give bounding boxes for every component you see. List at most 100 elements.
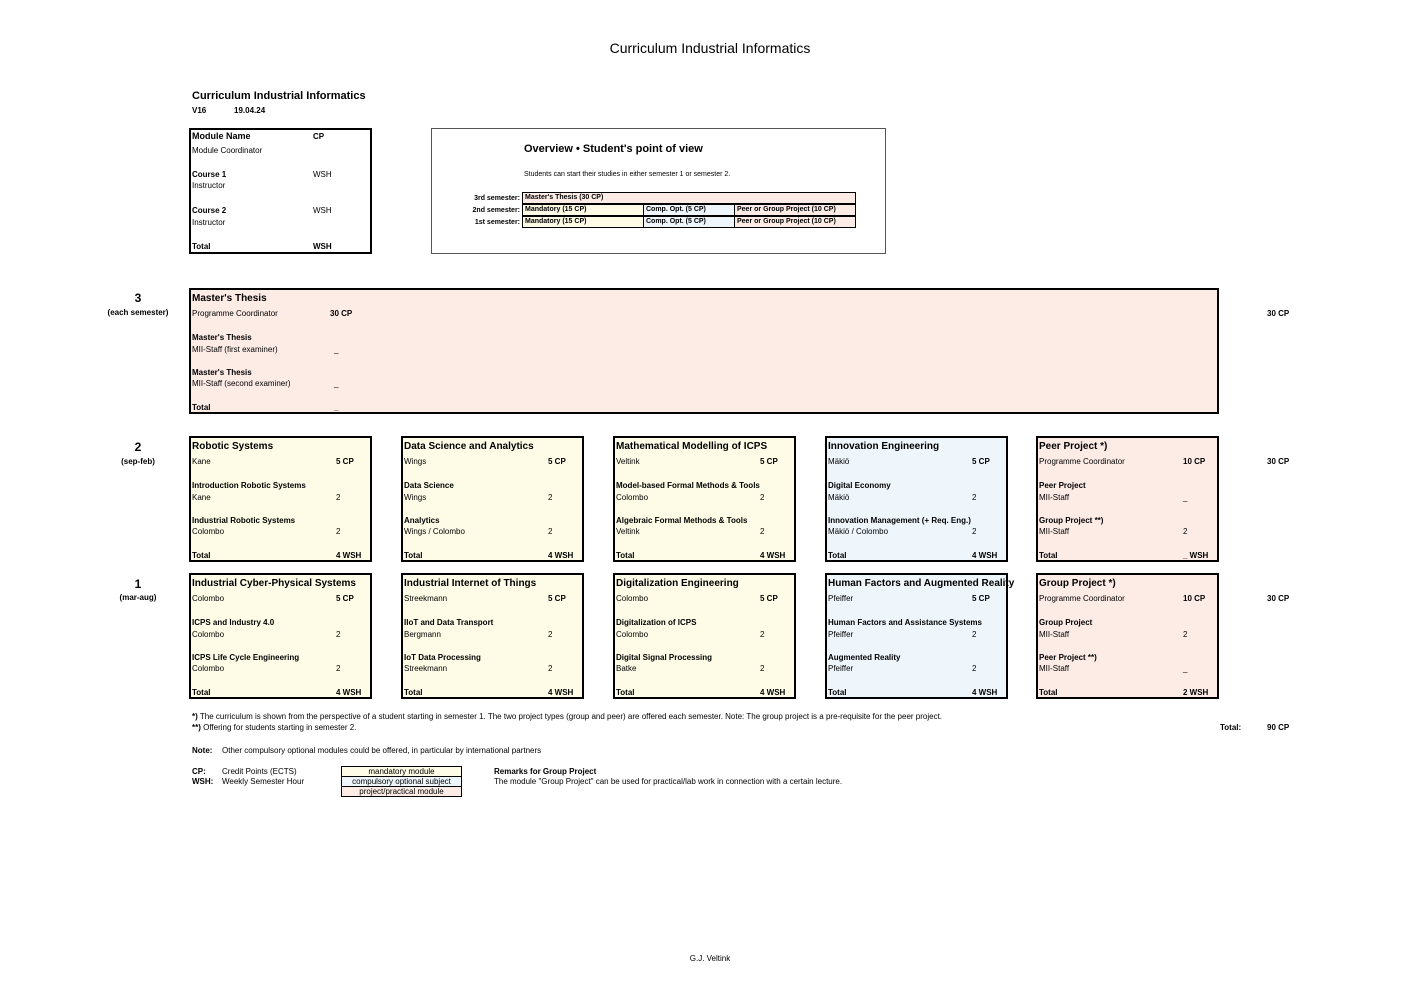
module-coordinator: Mäkiö — [828, 457, 850, 466]
legend-wsh-desc: Weekly Semester Hour — [222, 777, 305, 786]
note-text: Other compulsory optional modules could … — [222, 746, 542, 755]
module-name: Mathematical Modelling of ICPS — [616, 441, 768, 452]
module-name: Group Project *) — [1039, 578, 1116, 589]
module-total-wsh: 4 WSH — [336, 688, 362, 697]
key-course1: Course 1 — [192, 170, 227, 179]
key-instructor1: Instructor — [192, 181, 226, 190]
course-2-instructor: Colombo — [192, 527, 225, 536]
course-2-wsh: 2 — [760, 664, 765, 673]
key-total-wsh: WSH — [313, 242, 332, 251]
course-2-wsh: _ — [334, 379, 339, 388]
course-2-wsh: 2 — [336, 527, 341, 536]
overview-cell-compopt-1: Comp. Opt. (5 CP) — [643, 216, 735, 228]
module-total-label: Total — [404, 688, 423, 697]
course-2-instructor: Colombo — [192, 664, 225, 673]
course-2-instructor: Wings / Colombo — [404, 527, 465, 536]
semester-1-total: 30 CP — [1267, 594, 1290, 603]
module-coordinator: Wings — [404, 457, 427, 466]
overview-row-label-1: 1st semester: — [474, 219, 520, 226]
module-total-label: Total — [404, 551, 423, 560]
course-1-name: ICPS and Industry 4.0 — [192, 618, 275, 627]
course-2-wsh: 2 — [972, 527, 977, 536]
legend-cp-desc: Credit Points (ECTS) — [222, 767, 297, 776]
page-title: Curriculum Industrial Informatics — [609, 40, 811, 56]
overview-cell-compopt-2: Comp. Opt. (5 CP) — [643, 204, 735, 216]
course-1-wsh: _ — [334, 345, 339, 354]
semester-2-total: 30 CP — [1267, 457, 1290, 466]
module-coordinator: Programme Coordinator — [1039, 457, 1125, 466]
module-cp: 10 CP — [1183, 457, 1206, 466]
course-2-instructor: Batke — [616, 664, 637, 673]
course-1-wsh: 2 — [1183, 630, 1188, 639]
key-total: Total — [192, 242, 211, 251]
remarks-text: The module "Group Project" can be used f… — [494, 777, 843, 786]
module-total-label: Total — [828, 688, 847, 697]
module-total-wsh: 4 WSH — [760, 551, 786, 560]
course-2-instructor: Pfeiffer — [828, 664, 854, 673]
grand-total-label: Total: — [1220, 723, 1242, 732]
course-2-instructor: Veltink — [616, 527, 640, 536]
course-2-wsh: 2 — [548, 664, 553, 673]
module-coordinator: Kane — [192, 457, 211, 466]
note-label: Note: — [192, 746, 213, 755]
module-total-label: Total — [1039, 688, 1058, 697]
overview-title: Overview • Student's point of view — [524, 143, 703, 155]
course-2-name: Group Project **) — [1039, 516, 1104, 525]
module-total-label: Total — [828, 551, 847, 560]
semester-2-label: (sep-feb) — [121, 457, 155, 466]
module-cp: 5 CP — [548, 457, 566, 466]
legend-project: project/practical module — [341, 786, 462, 797]
date: 19.04.24 — [234, 106, 266, 115]
course-1-name: Digitalization of ICPS — [616, 618, 697, 627]
module-cp: 5 CP — [972, 457, 990, 466]
course-1-instructor: Bergmann — [404, 630, 441, 639]
grand-total-value: 90 CP — [1267, 723, 1290, 732]
key-wsh1: WSH — [313, 170, 332, 179]
course-1-instructor: Colombo — [616, 493, 649, 502]
course-1-instructor: Kane — [192, 493, 211, 502]
module-coordinator: Programme Coordinator — [1039, 594, 1125, 603]
remarks-title: Remarks for Group Project — [494, 767, 597, 776]
module-name: Industrial Cyber-Physical Systems — [192, 578, 356, 589]
course-1-wsh: 2 — [760, 493, 765, 502]
course-1-name: Peer Project — [1039, 481, 1086, 490]
module-name: Human Factors and Augmented Reality — [828, 578, 1015, 589]
module-coordinator: Pfeiffer — [828, 594, 854, 603]
key-cp: CP — [313, 132, 325, 141]
course-1-name: IIoT and Data Transport — [404, 618, 494, 627]
course-1-instructor: MII-Staff — [1039, 493, 1070, 502]
course-2-wsh: 2 — [972, 664, 977, 673]
course-1-instructor: Mäkiö — [828, 493, 850, 502]
module-masters-thesis: Master's Thesis Programme Coordinator 30… — [189, 288, 1219, 414]
overview-cell-thesis: Master's Thesis (30 CP) — [522, 192, 856, 204]
course-2-name: Digital Signal Processing — [616, 653, 713, 662]
module-total-wsh: 4 WSH — [972, 551, 998, 560]
module-cp: 30 CP — [330, 309, 353, 318]
module-coordinator: Programme Coordinator — [192, 309, 278, 318]
key-instructor2: Instructor — [192, 218, 226, 227]
semester-3-total: 30 CP — [1267, 309, 1290, 318]
module-coordinator: Veltink — [616, 457, 640, 466]
module-total-label: Total — [192, 551, 211, 560]
course-1-instructor: Colombo — [192, 630, 225, 639]
module-total-wsh: 2 WSH — [1183, 688, 1209, 697]
course-2-wsh: 2 — [336, 664, 341, 673]
footnote-1-mark: *) — [192, 712, 198, 721]
course-2-instructor: MII-Staff — [1039, 664, 1070, 673]
course-1-name: Model-based Formal Methods & Tools — [616, 481, 760, 490]
overview-row-label-2: 2nd semester: — [472, 207, 520, 214]
course-1-name: Data Science — [404, 481, 454, 490]
module-total-label: Total — [192, 403, 211, 412]
module-name: Data Science and Analytics — [404, 441, 534, 452]
key-wsh2: WSH — [313, 206, 332, 215]
semester-3-label: (each semester) — [107, 308, 169, 317]
module-cp: 5 CP — [972, 594, 990, 603]
course-1-instructor: Colombo — [616, 630, 649, 639]
